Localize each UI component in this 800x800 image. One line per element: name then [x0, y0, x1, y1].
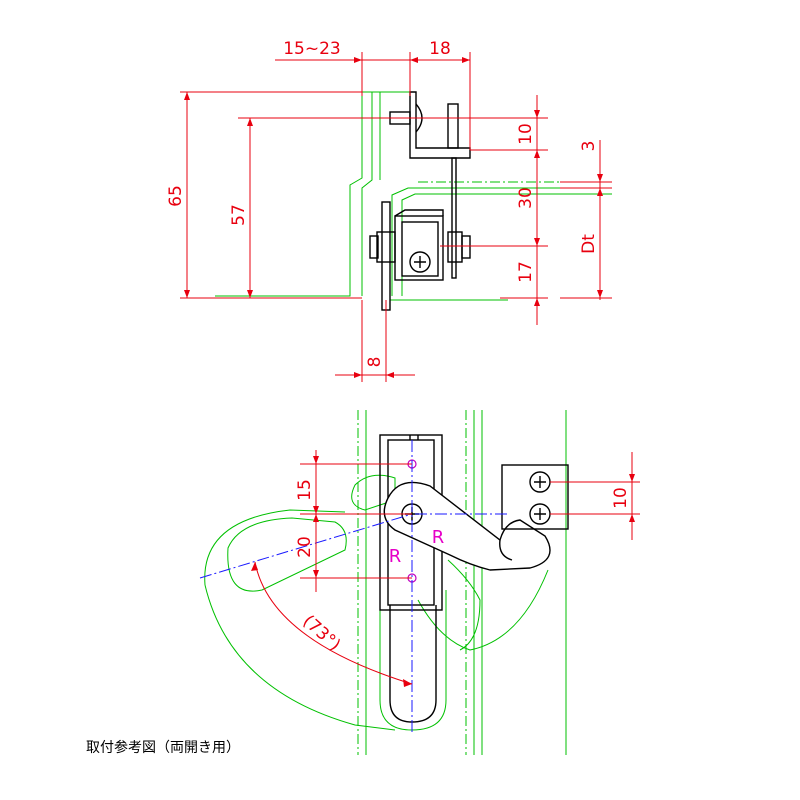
label-r-right: R	[432, 527, 445, 548]
latch-body-front	[379, 434, 569, 723]
dim-10-bottom: 10	[611, 487, 631, 509]
dim-17: 17	[516, 261, 536, 283]
dim-3: 3	[579, 141, 599, 152]
latch-body-side	[369, 91, 471, 311]
screw-head-icon	[409, 251, 431, 273]
dim-20: 20	[295, 536, 315, 558]
dim-8: 8	[365, 357, 385, 368]
dimension-lines-top	[180, 52, 612, 382]
dim-15: 15	[295, 479, 315, 501]
dim-30: 30	[516, 187, 536, 209]
label-r-left: R	[389, 546, 402, 567]
dimension-lines-bottom	[251, 450, 640, 687]
dim-10-top: 10	[516, 123, 536, 145]
frame-rails	[357, 410, 567, 755]
swing-outline	[204, 474, 549, 731]
drawing-caption: 取付参考図（両開き用）	[86, 739, 240, 756]
dim-angle: (73°)	[299, 611, 345, 655]
front-view: 15 20 10 (73°) R R	[199, 410, 640, 755]
side-section-view: 15~23 18 65 57 10 3 30 17 Dt 8	[166, 39, 612, 382]
dim-width-18: 18	[429, 39, 451, 59]
dim-gap-range: 15~23	[283, 39, 341, 59]
dim-height-65: 65	[166, 185, 186, 207]
dim-dt: Dt	[579, 234, 599, 254]
dim-height-57: 57	[229, 204, 249, 226]
